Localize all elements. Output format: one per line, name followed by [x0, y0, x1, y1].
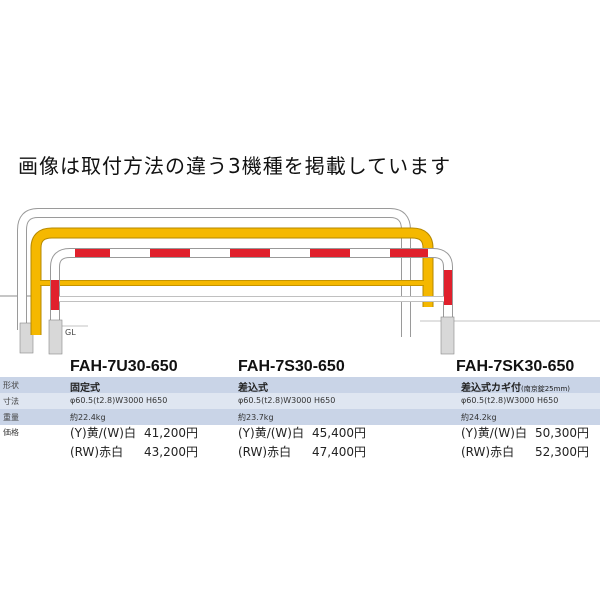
product-1-dimensions: φ60.5(t2.8)W3000 H650	[70, 396, 168, 405]
spec-row-dimensions	[0, 393, 600, 409]
product-3-type-label: 差込式カギ付	[461, 383, 521, 394]
row-label-dimensions: 寸法	[3, 397, 19, 406]
product-1-price-2-label: (RW)赤白	[70, 445, 124, 459]
red-white-barrier-base-right	[440, 316, 455, 355]
product-3-price-2-value: 52,300円	[535, 445, 589, 459]
product-2-price-2: (RW)赤白 47,400円	[238, 443, 366, 460]
spec-row-weight	[0, 409, 600, 425]
spec-row-type	[0, 377, 600, 393]
product-1-price-1-value: 41,200円	[144, 426, 198, 440]
product-2-type: 差込式	[238, 383, 268, 394]
product-1-price-2: (RW)赤白 43,200円	[70, 443, 198, 460]
headline: 画像は取付方法の違う3機種を掲載しています	[18, 154, 452, 178]
product-3-price-1-value: 50,300円	[535, 426, 589, 440]
product-3-type: 差込式カギ付(南京錠25mm)	[461, 379, 570, 394]
product-2-price-2-value: 47,400円	[312, 445, 366, 459]
product-1-weight: 約22.4kg	[70, 413, 106, 422]
white-barrier	[17, 208, 411, 354]
model-name-2: FAH-7S30-650	[238, 358, 345, 375]
yellow-barrier	[30, 227, 434, 335]
model-name-3: FAH-7SK30-650	[456, 358, 575, 375]
red-white-barrier	[48, 248, 455, 355]
row-label-type: 形状	[3, 381, 19, 390]
product-3-price-1: (Y)黄/(W)白 50,300円	[461, 424, 589, 441]
product-3-price-1-label: (Y)黄/(W)白	[461, 426, 527, 440]
red-white-barrier-base-left	[48, 319, 63, 355]
product-2-dimensions: φ60.5(t2.8)W3000 H650	[238, 396, 336, 405]
row-label-weight: 重量	[3, 413, 19, 422]
product-3-weight: 約24.2kg	[461, 413, 497, 422]
product-3-price-2: (RW)赤白 52,300円	[461, 443, 589, 460]
product-2-price-1: (Y)黄/(W)白 45,400円	[238, 424, 366, 441]
product-2-price-1-label: (Y)黄/(W)白	[238, 426, 304, 440]
product-1-price-2-value: 43,200円	[144, 445, 198, 459]
white-barrier-base	[19, 322, 34, 354]
model-name-1: FAH-7U30-650	[70, 358, 178, 375]
product-3-dimensions: φ60.5(t2.8)W3000 H650	[461, 396, 559, 405]
product-1-type: 固定式	[70, 383, 100, 394]
ground-level-label: GL	[65, 328, 76, 337]
barrier-illustration: GL	[0, 208, 600, 355]
product-1-price-1-label: (Y)黄/(W)白	[70, 426, 136, 440]
product-2-weight: 約23.7kg	[238, 413, 274, 422]
product-2-price-2-label: (RW)赤白	[238, 445, 292, 459]
spec-table: 形状 寸法 重量 固定式 φ60.5(t2.8)W3000 H650 約22.4…	[0, 377, 600, 425]
product-3-price-2-label: (RW)赤白	[461, 445, 515, 459]
row-label-price: 価格	[3, 428, 19, 437]
product-3-type-note: (南京錠25mm)	[521, 385, 571, 393]
product-2-price-1-value: 45,400円	[312, 426, 366, 440]
product-1-price-1: (Y)黄/(W)白 41,200円	[70, 424, 198, 441]
